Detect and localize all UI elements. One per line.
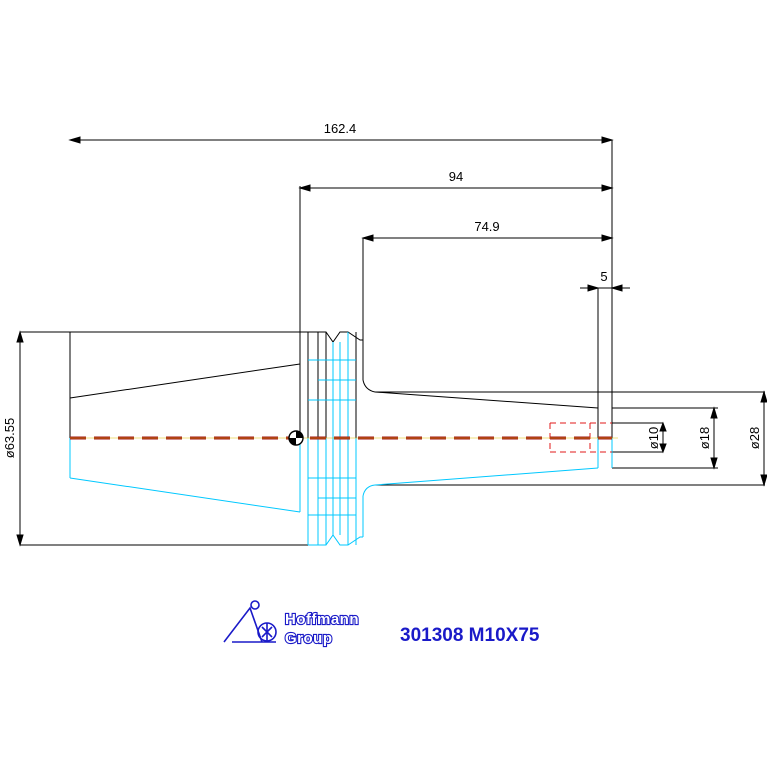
tool-holder-lower-half	[69, 332, 613, 546]
dim-flange-diameter: ø63.55	[2, 418, 17, 458]
hidden-bore	[549, 422, 612, 453]
dim-shank-diameter: ø28	[747, 427, 762, 449]
dim-gauge-to-end: 94	[449, 169, 463, 184]
dim-bore-diameter: ø10	[646, 427, 661, 449]
logo-line1: Hoffmann	[285, 611, 359, 628]
hoffmann-logo: Hoffmann Group	[223, 600, 360, 648]
dimension-lines	[16, 136, 767, 547]
dim-tip-diameter: ø18	[697, 427, 712, 449]
tool-holder-outline	[20, 140, 765, 546]
dim-shank-length: 74.9	[474, 219, 499, 234]
dim-overall-length: 162.4	[324, 121, 357, 136]
dim-tip-length: 5	[600, 269, 607, 284]
hoffmann-logo-icon	[223, 600, 277, 643]
gauge-point-marker	[288, 430, 304, 446]
logo-line2: Group	[285, 630, 333, 647]
part-number-label: 301308 M10X75	[400, 625, 540, 646]
